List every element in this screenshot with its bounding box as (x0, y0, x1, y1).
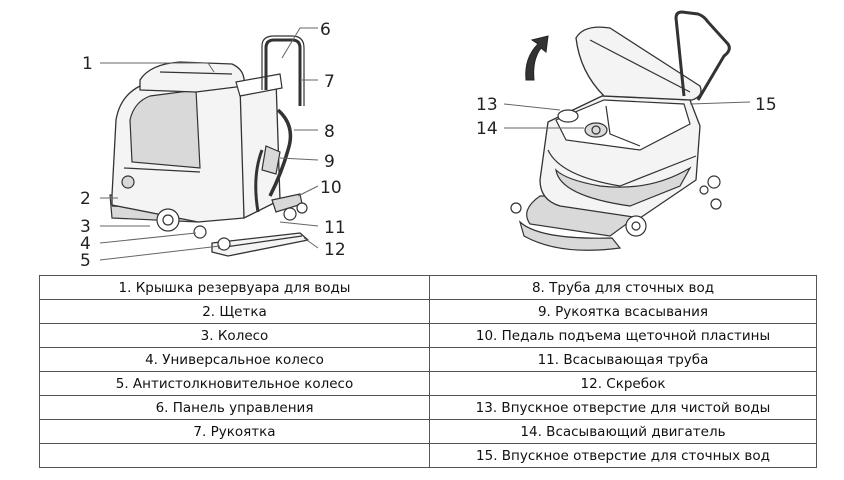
callout-3: 3 (80, 217, 91, 237)
callout-10: 10 (320, 178, 342, 198)
table-cell: 9. Рукоятка всасывания (429, 299, 817, 324)
open-lid-arrow-icon (525, 35, 549, 81)
callout-15: 15 (755, 95, 777, 115)
table-row: 4. Универсальное колесо 11. Всасывающая … (39, 347, 817, 372)
table-cell: 6. Панель управления (39, 395, 430, 420)
table-row: 7. Рукоятка 14. Всасывающий двигатель (39, 419, 817, 444)
table-cell: 14. Всасывающий двигатель (429, 419, 817, 444)
table-row: 15. Впускное отверстие для сточных вод (39, 443, 817, 468)
callout-5: 5 (80, 251, 91, 271)
callout-8: 8 (324, 122, 335, 142)
table-cell: 3. Колесо (39, 323, 430, 348)
machine-right-drawing (510, 10, 731, 251)
table-cell: 15. Впускное отверстие для сточных вод (429, 443, 817, 468)
callout-12: 12 (324, 240, 346, 260)
table-cell: 10. Педаль подъема щеточной пластины (429, 323, 817, 348)
table-cell: 2. Щетка (39, 299, 430, 324)
machine-diagram: 1 2 3 4 5 6 7 8 9 10 11 12 (80, 10, 777, 271)
callout-lines-left (99, 27, 319, 261)
machine-left-drawing (109, 35, 309, 257)
callout-9: 9 (324, 152, 335, 172)
callout-7: 7 (324, 72, 335, 92)
callout-1: 1 (82, 54, 93, 74)
table-row: 5. Антистолкновительное колесо 12. Скреб… (39, 371, 817, 396)
callout-6: 6 (320, 20, 331, 40)
table-row: 1. Крышка резервуара для воды 8. Труба д… (39, 275, 817, 300)
table-cell: 12. Скребок (429, 371, 817, 396)
parts-legend-table: 1. Крышка резервуара для воды 8. Труба д… (39, 275, 817, 468)
table-cell: 11. Всасывающая труба (429, 347, 817, 372)
callout-lines-right (503, 101, 751, 129)
table-row: 3. Колесо 10. Педаль подъема щеточной пл… (39, 323, 817, 348)
table-cell: 7. Рукоятка (39, 419, 430, 444)
callout-14: 14 (476, 119, 498, 139)
callout-13: 13 (476, 95, 498, 115)
table-cell: 1. Крышка резервуара для воды (39, 275, 430, 300)
table-cell: 4. Универсальное колесо (39, 347, 430, 372)
table-cell: 8. Труба для сточных вод (429, 275, 817, 300)
table-cell: 5. Антистолкновительное колесо (39, 371, 430, 396)
callout-2: 2 (80, 189, 91, 209)
callout-11: 11 (324, 218, 346, 238)
table-cell: 13. Впускное отверстие для чистой воды (429, 395, 817, 420)
table-cell (39, 443, 430, 468)
table-row: 2. Щетка 9. Рукоятка всасывания (39, 299, 817, 324)
table-row: 6. Панель управления 13. Впускное отверс… (39, 395, 817, 420)
callout-4: 4 (80, 234, 91, 254)
